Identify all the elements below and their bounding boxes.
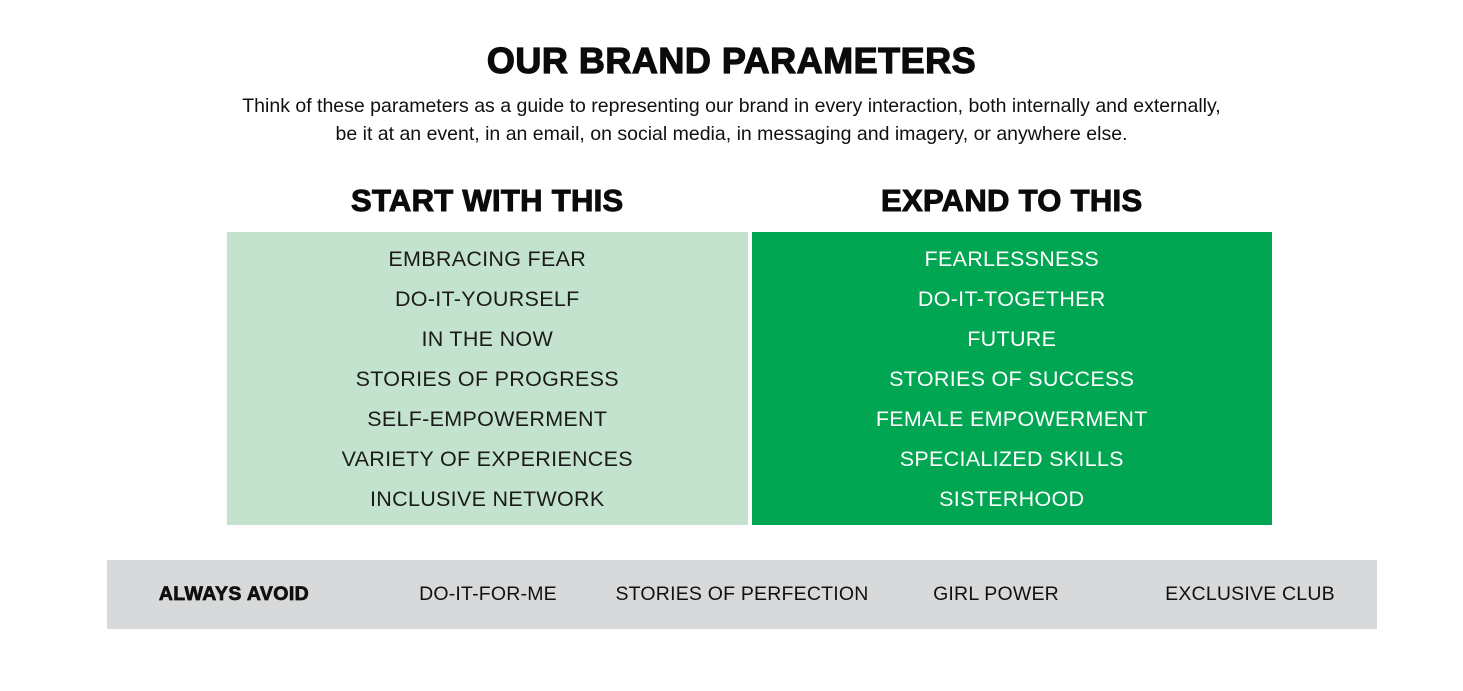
list-item: STORIES OF PROGRESS (355, 366, 619, 391)
always-avoid-bar: ALWAYS AVOID DO-IT-FOR-ME STORIES OF PER… (107, 560, 1377, 629)
list-item: STORIES OF SUCCESS (889, 366, 1135, 391)
list-item: SELF-EMPOWERMENT (367, 406, 608, 431)
start-with-this-box: EMBRACING FEAR DO-IT-YOURSELF IN THE NOW… (227, 232, 748, 525)
subtitle-line-2: be it at an event, in an email, on socia… (335, 123, 1128, 145)
expand-to-this-header: EXPAND TO THIS (881, 183, 1143, 219)
column-expand-to-this: EXPAND TO THIS FEARLESSNESS DO-IT-TOGETH… (751, 183, 1272, 525)
start-with-this-header: START WITH THIS (350, 183, 624, 219)
list-item: INCLUSIVE NETWORK (370, 486, 605, 511)
list-item: SISTERHOOD (939, 486, 1085, 511)
list-item: IN THE NOW (421, 326, 554, 351)
avoid-item: GIRL POWER (933, 583, 1059, 605)
subtitle-line-1: Think of these parameters as a guide to … (242, 95, 1221, 117)
expand-to-this-box: FEARLESSNESS DO-IT-TOGETHER FUTURE STORI… (751, 232, 1272, 525)
list-item: DO-IT-YOURSELF (394, 286, 580, 311)
always-avoid-label: ALWAYS AVOID (158, 583, 310, 606)
list-item: FUTURE (967, 326, 1057, 351)
avoid-item: STORIES OF PERFECTION (615, 583, 869, 605)
avoid-item: DO-IT-FOR-ME (419, 583, 557, 605)
avoid-item: EXCLUSIVE CLUB (1165, 583, 1335, 605)
column-start-with-this: START WITH THIS EMBRACING FEAR DO-IT-YOU… (227, 183, 748, 525)
list-item: VARIETY OF EXPERIENCES (341, 446, 633, 471)
list-item: DO-IT-TOGETHER (917, 286, 1106, 311)
list-item: EMBRACING FEAR (388, 246, 587, 271)
page-title: OUR BRAND PARAMETERS (486, 39, 977, 81)
list-item: FEARLESSNESS (924, 246, 1099, 271)
list-item: SPECIALIZED SKILLS (899, 446, 1124, 471)
page-subtitle: Think of these parameters as a guide to … (0, 92, 1463, 148)
list-item: FEMALE EMPOWERMENT (875, 406, 1148, 431)
comparison-columns: START WITH THIS EMBRACING FEAR DO-IT-YOU… (227, 183, 1272, 525)
